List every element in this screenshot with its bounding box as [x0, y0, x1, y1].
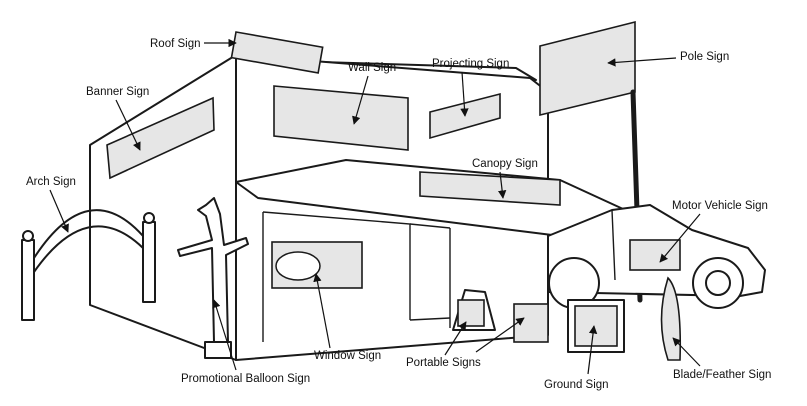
label-promotional-balloon-sign: Promotional Balloon Sign — [181, 373, 310, 385]
label-roof-sign: Roof Sign — [150, 38, 201, 50]
label-banner-sign: Banner Sign — [86, 86, 149, 98]
promotional-balloon — [177, 197, 249, 359]
banner-sign-board — [106, 96, 215, 180]
arch-sign-structure — [21, 209, 156, 321]
label-projecting-sign: Projecting Sign — [432, 58, 509, 70]
label-wall-sign: Wall Sign — [348, 62, 396, 74]
leader-arrows — [49, 38, 701, 375]
label-window-sign: Window Sign — [314, 350, 381, 362]
label-portable-signs: Portable Signs — [406, 357, 481, 369]
label-motor-vehicle-sign: Motor Vehicle Sign — [672, 200, 768, 212]
label-canopy-sign: Canopy Sign — [472, 158, 538, 170]
label-arch-sign: Arch Sign — [26, 176, 76, 188]
ground-sign-structure — [567, 299, 625, 353]
label-blade-feather-sign: Blade/Feather Sign — [673, 369, 771, 381]
label-ground-sign: Ground Sign — [544, 379, 609, 391]
label-pole-sign: Pole Sign — [680, 51, 729, 63]
motor-vehicle — [547, 204, 766, 309]
